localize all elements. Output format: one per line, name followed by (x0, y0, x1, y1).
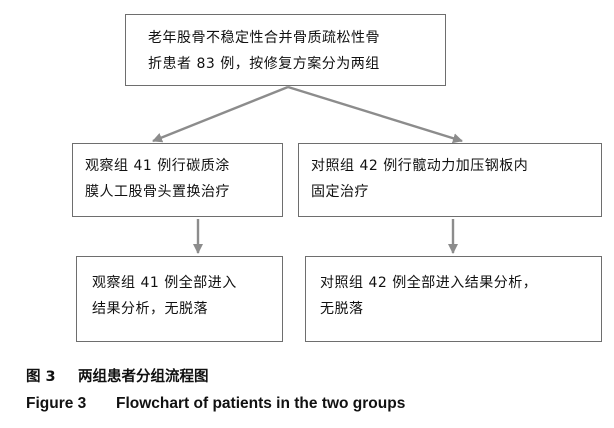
box-enrollment: 老年股骨不稳定性合并骨质疏松性骨 折患者 83 例，按修复方案分为两组 (125, 14, 446, 86)
figure-label-english: Figure 3 (26, 395, 87, 412)
arrow-top-to-left (152, 85, 289, 143)
box-observation-group-line-2: 膜人工股骨头置换治疗 (85, 184, 230, 200)
box-observation-result: 观察组 41 例全部进入 结果分析，无脱落 (76, 256, 283, 342)
figure-title-chinese: 两组患者分组流程图 (78, 369, 209, 385)
arrow-top-to-right (287, 85, 463, 144)
box-control-result-line-1: 对照组 42 例全部进入结果分析， (320, 275, 538, 291)
box-control-result: 对照组 42 例全部进入结果分析， 无脱落 (305, 256, 602, 342)
box-observation-group: 观察组 41 例行碳质涂 膜人工股骨头置换治疗 (72, 143, 283, 217)
box-control-group: 对照组 42 例行髋动力加压钢板内 固定治疗 (298, 143, 602, 217)
box-observation-group-line-1: 观察组 41 例行碳质涂 (85, 158, 230, 174)
figure-caption-english: Figure 3 Flowchart of patients in the two… (26, 395, 405, 413)
box-observation-result-line-2: 结果分析，无脱落 (92, 301, 208, 317)
box-control-result-line-2: 无脱落 (320, 301, 364, 317)
box-enrollment-line-2: 折患者 83 例，按修复方案分为两组 (148, 56, 380, 72)
box-control-group-line-2: 固定治疗 (311, 184, 369, 200)
box-observation-result-line-1: 观察组 41 例全部进入 (92, 275, 237, 291)
box-control-group-line-1: 对照组 42 例行髋动力加压钢板内 (311, 158, 529, 174)
figure-caption-chinese: 图 3 两组患者分组流程图 (26, 365, 209, 386)
box-enrollment-line-1: 老年股骨不稳定性合并骨质疏松性骨 (148, 30, 380, 46)
figure-title-english: Flowchart of patients in the two groups (116, 395, 406, 412)
figure-label-chinese: 图 3 (26, 369, 56, 385)
